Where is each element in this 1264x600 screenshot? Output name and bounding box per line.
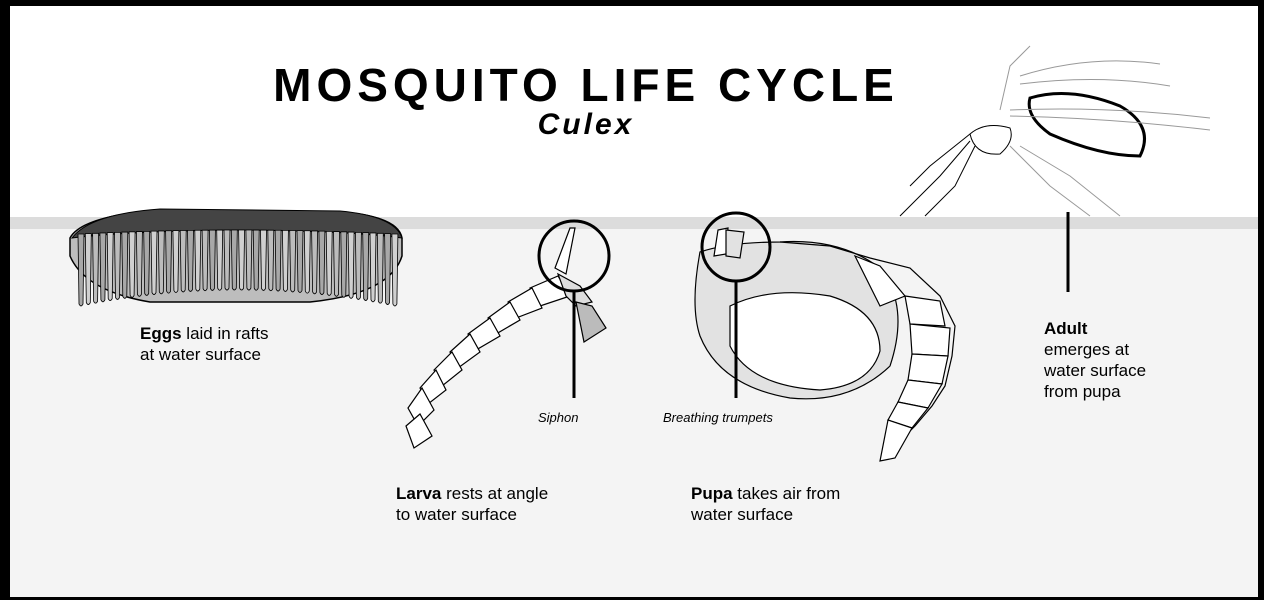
egg bbox=[224, 230, 230, 290]
egg bbox=[217, 230, 223, 290]
egg bbox=[392, 234, 398, 306]
pupa-illustration bbox=[695, 228, 955, 461]
egg bbox=[297, 231, 303, 293]
adult-caption-bold: Adult bbox=[1044, 319, 1087, 338]
adult-caption-line2: emerges at bbox=[1044, 340, 1129, 359]
egg bbox=[290, 230, 296, 291]
egg bbox=[261, 230, 267, 290]
larva-caption: Larva rests at angle to water surface bbox=[396, 483, 548, 525]
egg bbox=[100, 233, 106, 302]
eggs-caption-line2: at water surface bbox=[140, 345, 261, 364]
egg bbox=[312, 231, 318, 294]
egg bbox=[334, 232, 340, 297]
egg bbox=[202, 230, 208, 291]
egg bbox=[166, 231, 172, 293]
siphon-label: Siphon bbox=[538, 410, 578, 425]
egg bbox=[304, 231, 310, 293]
egg bbox=[319, 231, 325, 294]
egg bbox=[268, 230, 274, 291]
egg bbox=[282, 230, 288, 291]
pupa-caption: Pupa takes air from water surface bbox=[691, 483, 840, 525]
egg bbox=[275, 230, 281, 291]
egg bbox=[239, 230, 245, 290]
egg bbox=[370, 233, 376, 302]
egg bbox=[78, 234, 84, 306]
eggs-caption-line1: laid in rafts bbox=[182, 324, 269, 343]
adult-mosquito-illustration bbox=[900, 46, 1210, 216]
egg bbox=[209, 230, 215, 290]
egg bbox=[355, 232, 361, 299]
pupa-caption-line1: takes air from bbox=[733, 484, 841, 503]
egg bbox=[246, 230, 252, 290]
egg bbox=[122, 232, 128, 298]
larva-caption-line1: rests at angle bbox=[441, 484, 548, 503]
egg bbox=[93, 233, 99, 303]
larva-caption-bold: Larva bbox=[396, 484, 441, 503]
egg bbox=[115, 232, 121, 299]
adult-caption-line3: water surface bbox=[1044, 361, 1146, 380]
egg bbox=[151, 231, 157, 294]
egg bbox=[158, 231, 164, 294]
egg bbox=[85, 234, 91, 305]
pupa-caption-line2: water surface bbox=[691, 505, 793, 524]
adult-caption: Adult emerges at water surface from pupa bbox=[1044, 318, 1146, 402]
trumpets-label: Breathing trumpets bbox=[663, 410, 773, 425]
egg bbox=[348, 232, 354, 298]
egg bbox=[253, 230, 259, 290]
illustrations bbox=[10, 6, 1258, 597]
egg bbox=[173, 231, 179, 293]
larva-caption-line2: to water surface bbox=[396, 505, 517, 524]
egg bbox=[129, 232, 135, 297]
eggs-caption-bold: Eggs bbox=[140, 324, 182, 343]
egg bbox=[326, 231, 332, 295]
egg bbox=[195, 230, 201, 291]
pupa-caption-bold: Pupa bbox=[691, 484, 733, 503]
egg bbox=[180, 230, 186, 291]
egg bbox=[377, 233, 383, 303]
egg-raft-illustration bbox=[70, 209, 402, 306]
egg bbox=[231, 230, 237, 290]
egg bbox=[107, 233, 113, 301]
egg bbox=[144, 231, 150, 295]
egg bbox=[363, 233, 369, 301]
egg bbox=[136, 232, 142, 297]
egg bbox=[188, 230, 194, 291]
egg bbox=[341, 232, 347, 297]
egg bbox=[385, 234, 391, 305]
adult-caption-line4: from pupa bbox=[1044, 382, 1121, 401]
eggs-caption: Eggs laid in rafts at water surface bbox=[140, 323, 269, 365]
